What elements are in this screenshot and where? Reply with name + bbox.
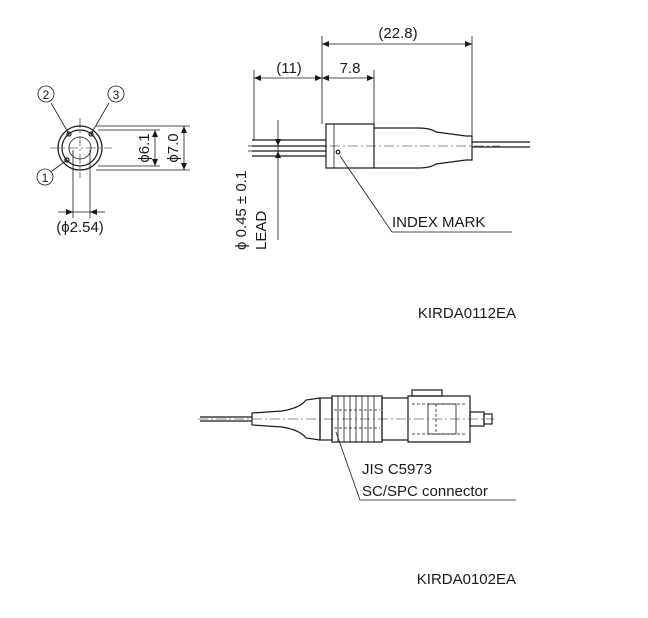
pin-1-marker [36,168,54,186]
pin-3-leader [90,102,110,135]
front-view: 2 3 1 ϕ6.1 ϕ7.0 (ϕ2.54) [36,85,190,236]
connector-view: JIS C5973 SC/SPC connector [198,389,516,501]
top-drawing-code: KIRDA0112EA [418,305,516,322]
pin-3-dot [88,131,94,137]
connector-housing [381,397,409,441]
pin-1-leader [51,159,68,172]
connector-std-label: JIS C5973 [362,461,432,478]
pin-2-marker [37,85,55,103]
pin-3-marker [107,85,125,103]
pitch-arrows [66,209,97,215]
outer-dia-label: ϕ7.0 [165,133,182,162]
index-mark-label: INDEX MARK [392,214,485,231]
pin-2-leader [50,102,70,135]
body-length-label: 7.8 [340,60,361,77]
ferrule-tip [483,413,493,425]
connector-leader [335,431,516,501]
housing-key [411,389,443,397]
lead-dia-arrows [275,139,281,158]
inner-dia-label: ϕ6.1 [136,133,153,162]
pin-2-label: 2 [43,88,50,102]
pin-2-dot [66,131,72,137]
lead-dia-label: ϕ 0.45 ± 0.1 [233,171,250,250]
inner-diameter-circle [61,129,99,167]
pin-pitch-label: (ϕ2.54) [56,219,104,236]
lead-length-label: (11) [276,60,302,77]
side-view: INDEX MARK (22.8) (11) 7.8 ϕ 0.45 ± 0.1 … [233,25,530,250]
boot-outline [374,127,473,169]
connector-type-label: SC/SPC connector [362,483,488,500]
pin-3-label: 3 [113,88,120,102]
index-mark [335,149,341,155]
lead-label: LEAD [253,211,270,250]
bottom-drawing-code: KIRDA0102EA [417,571,516,588]
index-mark-leader [339,155,512,233]
pin-1-dot [64,157,70,163]
overall-length-label: (22.8) [378,25,417,42]
pin-1-label: 1 [42,171,49,185]
lead-length-arrows [254,75,322,81]
